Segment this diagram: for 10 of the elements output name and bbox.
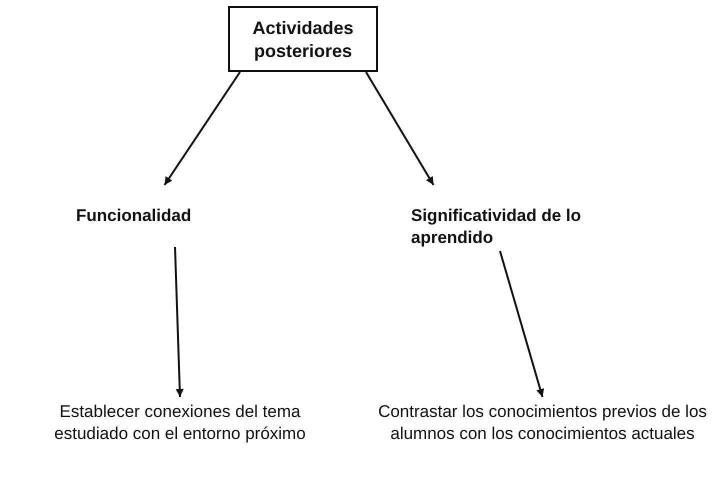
- arrow: [174, 246, 184, 398]
- arrow: [365, 71, 434, 186]
- arrow: [499, 250, 544, 398]
- description-text: Establecer conexiones del tema estudiado con el entorno próximo: [53, 401, 307, 446]
- arrow: [164, 71, 241, 186]
- heading-text: Funcionalidad: [76, 205, 192, 227]
- description-text: Contrastar los conocimientos previos de los alumnos con los conocimientos actuales: [377, 401, 708, 446]
- title-text: Actividades posteriores: [251, 17, 355, 64]
- title-box: [228, 6, 378, 72]
- heading-text: Significatividad de lo aprendido: [411, 205, 582, 250]
